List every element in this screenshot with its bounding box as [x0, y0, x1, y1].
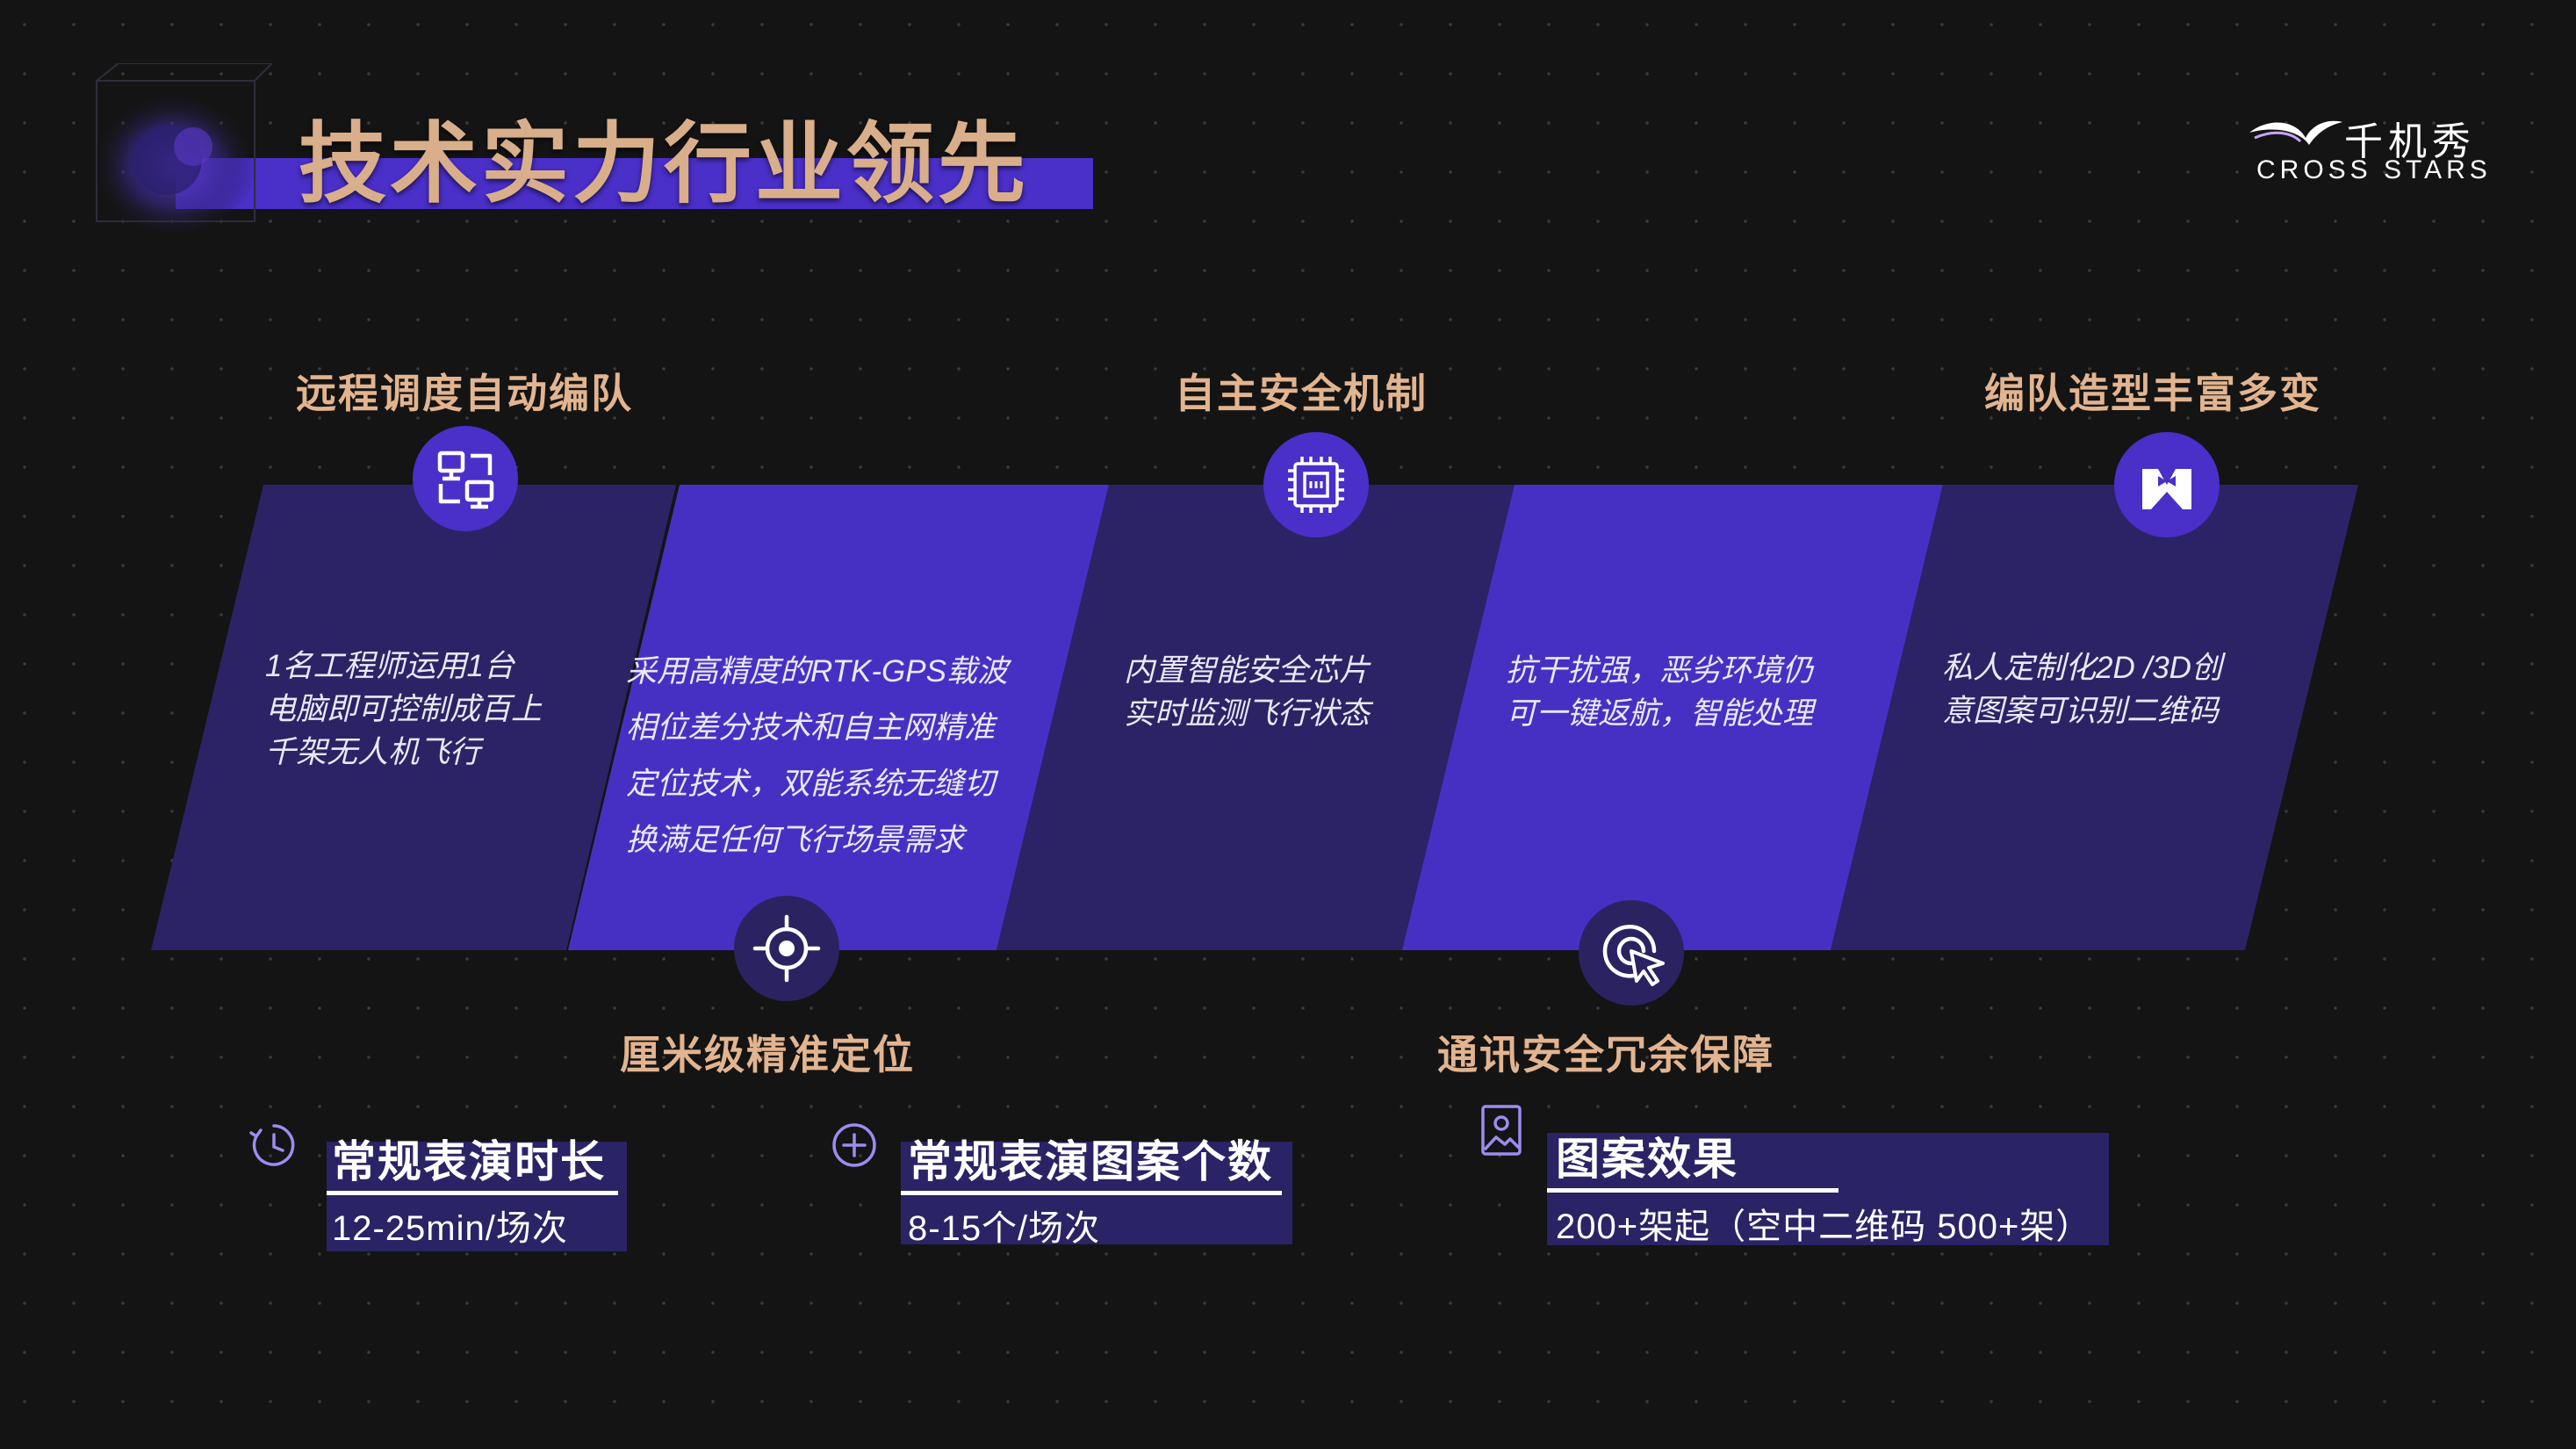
- click-target-icon: [1602, 925, 1665, 986]
- stat-value-effect: 200+架起（空中二维码 500+架）: [1556, 1208, 2092, 1246]
- logo-english-text: CROSS STARS: [2256, 155, 2492, 184]
- stat-card-duration: [327, 1142, 627, 1251]
- stat-underline: [327, 1191, 618, 1195]
- feature-desc-formation: 私人定制化2D /3D创 意图案可识别二维码: [1942, 651, 2222, 728]
- band-segment-5: [1831, 485, 2358, 950]
- feature-desc-communication: 抗干扰强，恶劣环境仍 可一键返航，智能处理: [1506, 653, 1814, 731]
- band-segment-4: [1402, 485, 1943, 950]
- feature-title-remote-dispatch: 远程调度自动编队: [296, 371, 633, 416]
- band-segment-1: [151, 485, 676, 950]
- decorative-cube-image: [79, 62, 275, 234]
- feature-title-formation: 编队造型丰富多变: [1984, 371, 2321, 416]
- feature-desc-remote-dispatch: 1名工程师运用1台 电脑即可控制成百上 千架无人机飞行: [265, 649, 543, 769]
- stat-label-effect: 图案效果: [1556, 1135, 1738, 1184]
- image-icon: [1480, 1104, 1522, 1157]
- band-segment-3: [997, 485, 1515, 950]
- tuxedo-icon: [2142, 469, 2191, 509]
- stat-value-duration: 12-25min/场次: [332, 1209, 568, 1248]
- feature-title-positioning: 厘米级精准定位: [620, 1032, 915, 1078]
- network-monitor-icon: [437, 451, 494, 509]
- logo-chinese-text: 千机秀: [2344, 120, 2476, 163]
- wings-logo-icon: [2249, 120, 2342, 145]
- feature-icon-badge: [1263, 432, 1369, 537]
- stat-label-patterns: 常规表演图案个数: [908, 1137, 1273, 1186]
- clock-icon: [249, 1121, 299, 1170]
- chip-icon: [1288, 457, 1344, 513]
- stat-underline: [1547, 1188, 1838, 1193]
- feature-desc-positioning: 采用高精度的RTK-GPS载波 相位差分技术和自主网精准 定位技术，双能系统无缝…: [626, 654, 1008, 857]
- feature-icon-badge: [734, 896, 839, 1001]
- feature-icon-badge: [413, 426, 518, 531]
- feature-title-communication: 通讯安全冗余保障: [1437, 1032, 1774, 1078]
- feature-icon-badge: [2114, 432, 2220, 537]
- stat-value-patterns: 8-15个/场次: [908, 1209, 1101, 1248]
- feature-desc-safety: 内置智能安全芯片 实时监测飞行状态: [1124, 653, 1371, 731]
- plus-circle-icon: [830, 1121, 879, 1170]
- feature-title-safety: 自主安全机制: [1175, 371, 1428, 416]
- stat-label-duration: 常规表演时长: [332, 1137, 606, 1186]
- crosshair-target-icon: [752, 914, 821, 983]
- feature-icon-badge: [1579, 900, 1684, 1006]
- brand-logo[interactable]: 千机秀 CROSS STARS: [2248, 110, 2493, 189]
- title-accent-bar: [176, 158, 1093, 209]
- band-segment-2: [568, 485, 1109, 950]
- page-title: 技术实力行业领先: [299, 115, 1029, 213]
- stat-underline: [901, 1191, 1282, 1195]
